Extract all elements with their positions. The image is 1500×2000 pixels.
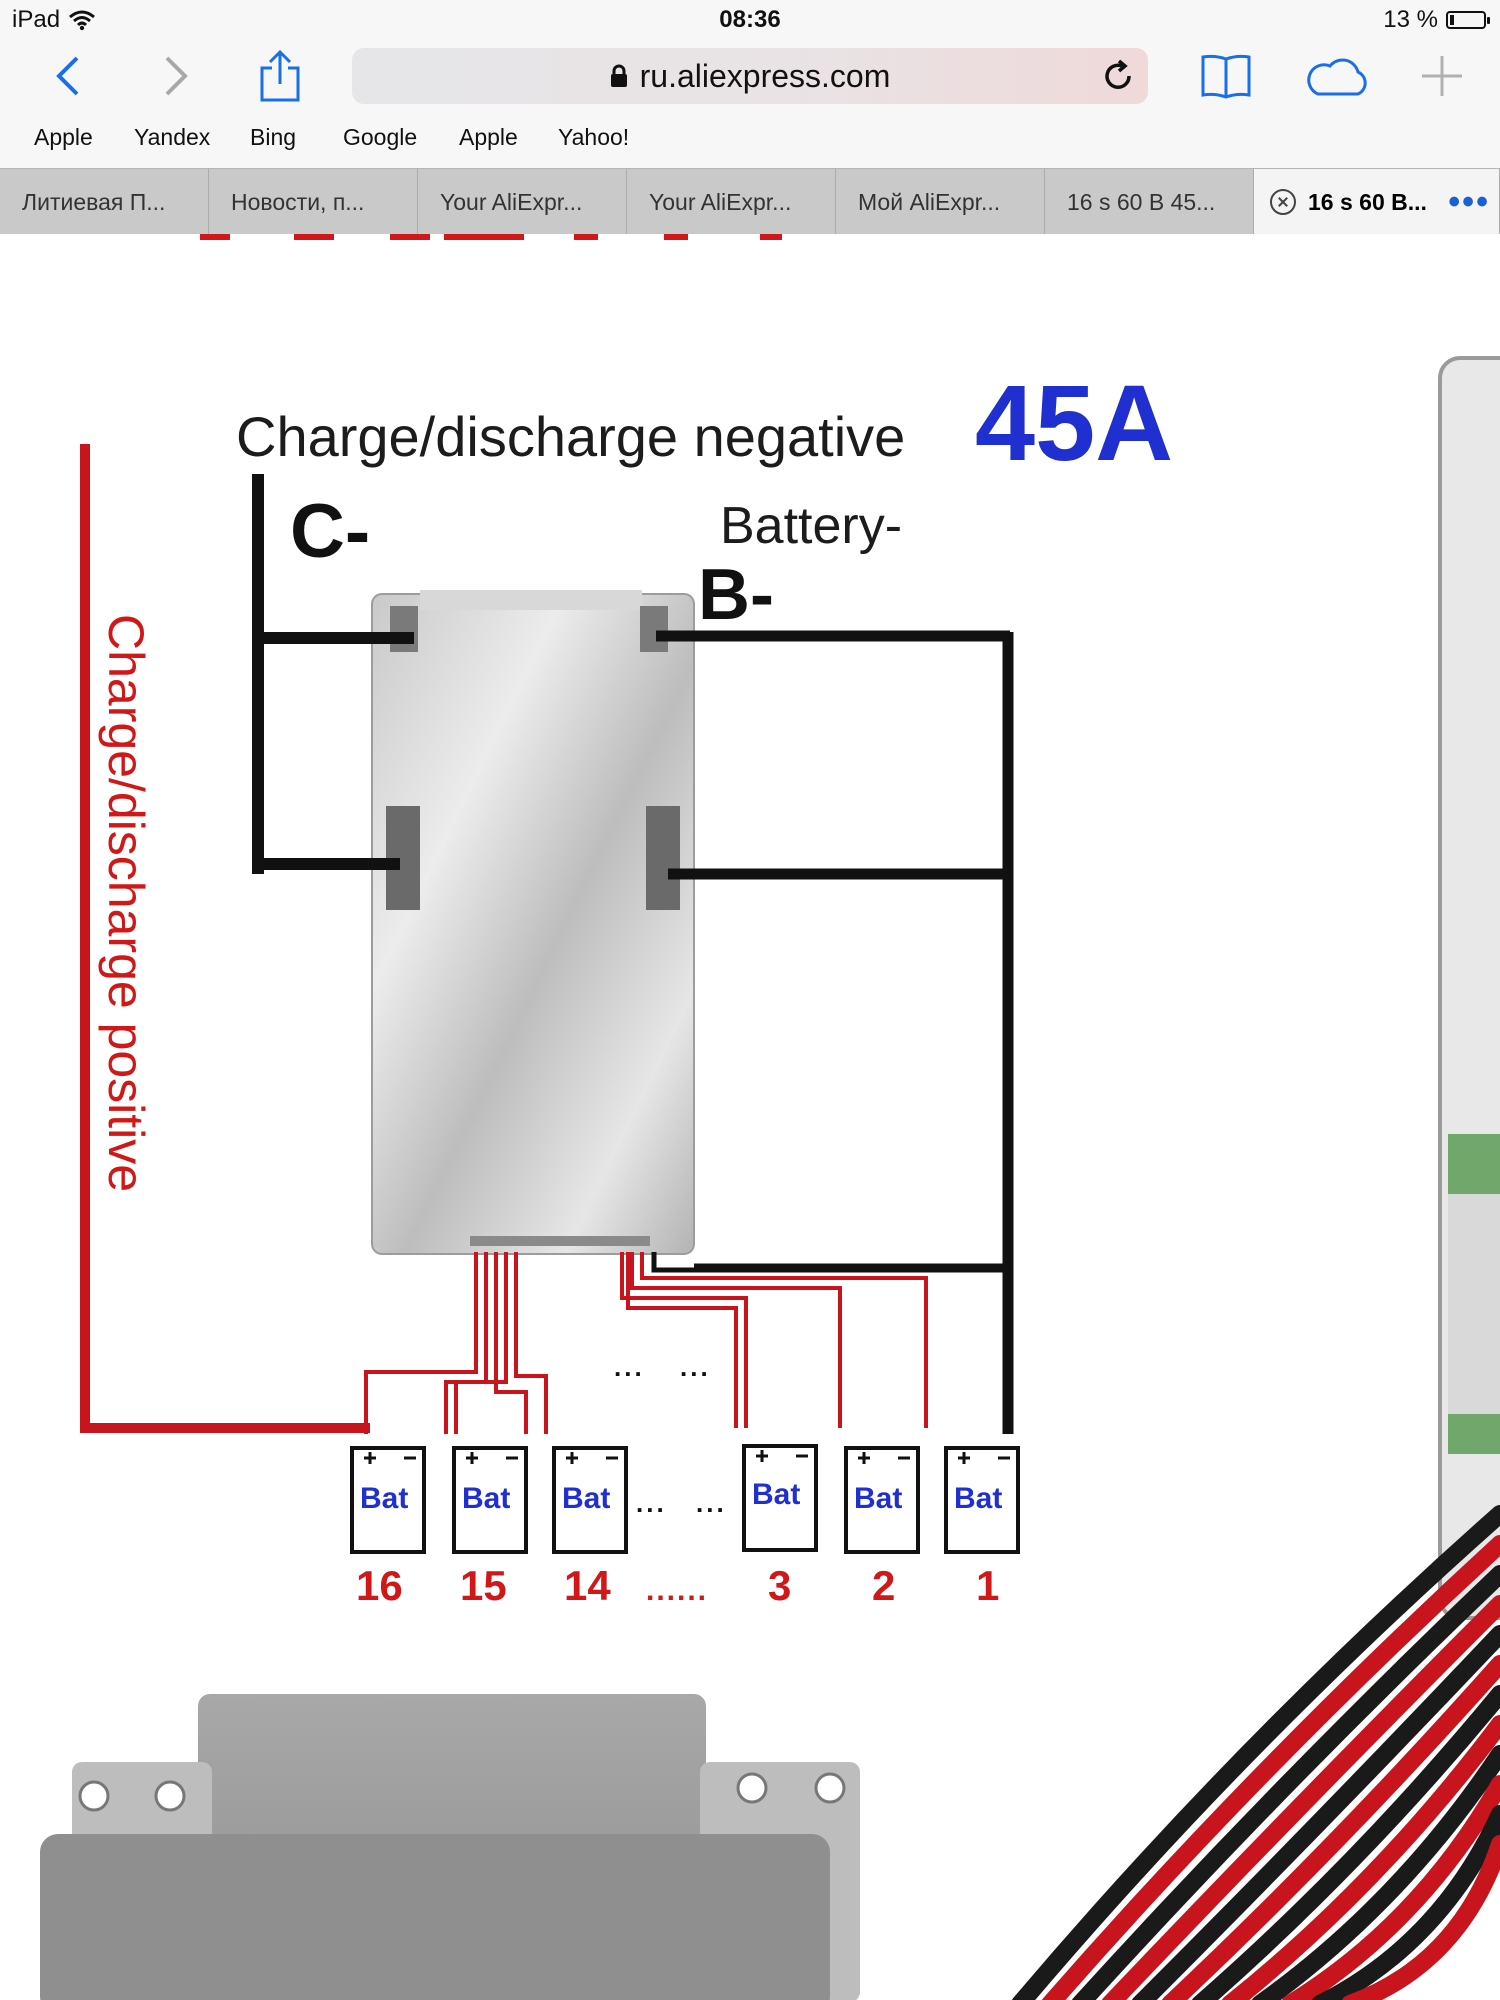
wire-positive — [80, 444, 370, 1433]
current-rating: 45A — [975, 362, 1174, 483]
tab-label: 16 s 60 B... — [1308, 188, 1427, 215]
b-negative-label: B- — [698, 555, 774, 635]
cell-ellipsis-2: ... — [696, 1488, 727, 1518]
back-button[interactable] — [38, 48, 98, 104]
cell-label-2: Bat — [854, 1482, 903, 1515]
positive-label: Charge/discharge positive — [98, 614, 154, 1193]
tab-3[interactable]: Your AliExpr... — [418, 169, 627, 235]
battery-icon — [1446, 11, 1490, 29]
tab-bar: Литиевая П... Новости, п... Your AliExpr… — [0, 168, 1500, 236]
wire-b-thin — [651, 1252, 1008, 1273]
wiring-diagram — [80, 234, 1500, 1620]
forward-icon — [165, 56, 188, 96]
bookmarks-icon — [1201, 54, 1251, 99]
tab-label: Your AliExpr... — [649, 188, 792, 215]
status-bar: iPad 08:36 13 % — [0, 0, 1500, 40]
cell-label-3: Bat — [752, 1478, 801, 1511]
tab-label: Мой AliExpr... — [858, 188, 1001, 215]
bookmarks-button[interactable] — [1196, 48, 1256, 104]
wire-c-negative — [252, 474, 414, 874]
address-text: ru.aliexpress.com — [639, 57, 891, 94]
wire-b-negative — [656, 630, 1014, 1434]
more-tabs-icon[interactable]: ••• — [1448, 183, 1490, 221]
bookmark-yahoo[interactable]: Yahoo! — [558, 124, 630, 150]
page-content: Charge/discharge negative 45A C- Battery… — [0, 234, 1500, 2000]
bookmark-apple-2[interactable]: Apple — [459, 124, 518, 150]
forward-button[interactable] — [146, 48, 206, 104]
share-icon — [260, 50, 300, 102]
cloud-tabs-button[interactable] — [1302, 48, 1374, 104]
status-time: 08:36 — [719, 6, 781, 33]
tab-4[interactable]: Your AliExpr... — [627, 169, 836, 235]
cable-bundle-photo — [1011, 1505, 1500, 2000]
cell-number-16: 16 — [356, 1562, 403, 1609]
bookmark-yandex[interactable]: Yandex — [134, 124, 211, 150]
tab-6[interactable]: 16 s 60 В 45... — [1045, 169, 1254, 235]
tab-2[interactable]: Новости, п... — [209, 169, 418, 235]
share-button[interactable] — [250, 48, 310, 104]
cell-label-16: Bat — [360, 1482, 409, 1515]
c-negative-label: C- — [290, 489, 371, 574]
cloud-tabs-icon — [1307, 58, 1367, 96]
navigation-bar: ru.aliexpress.com — [0, 40, 1500, 112]
reload-icon[interactable] — [1100, 58, 1136, 94]
cell-terminals — [364, 1450, 1010, 1464]
cropped-top-labels — [200, 234, 782, 240]
cell-label-1: Bat — [954, 1482, 1003, 1515]
wifi-icon — [69, 10, 96, 31]
tab-label: Новости, п... — [231, 188, 365, 215]
status-right: 13 % — [1383, 6, 1490, 34]
tab-label: Литиевая П... — [22, 188, 166, 215]
cell-number-2: 2 — [872, 1562, 896, 1609]
bookmark-apple[interactable]: Apple — [34, 124, 93, 150]
device-name: iPad — [12, 6, 61, 33]
tab-5[interactable]: Мой AliExpr... — [836, 169, 1045, 235]
bookmark-google[interactable]: Google — [343, 124, 418, 150]
wire-ellipsis-1: ... — [614, 1352, 645, 1382]
new-tab-button[interactable] — [1412, 48, 1472, 104]
cell-number-3: 3 — [768, 1562, 792, 1609]
cell-label-15: Bat — [462, 1482, 511, 1515]
cell-label-14: Bat — [562, 1482, 611, 1515]
tab-label: Your AliExpr... — [440, 188, 583, 215]
bms-board — [371, 590, 695, 1255]
bookmarks-bar: Apple Yandex Bing Google Apple Yahoo! — [0, 112, 1500, 168]
battery-negative-label: Battery- — [720, 497, 903, 555]
battery-cells — [350, 1444, 1020, 1554]
status-left: iPad — [12, 6, 96, 34]
bookmark-bing[interactable]: Bing — [250, 124, 297, 150]
product-photos-bottom — [40, 1694, 860, 2000]
tab-label: 16 s 60 В 45... — [1067, 188, 1216, 215]
cell-ellipsis-1: ... — [636, 1488, 667, 1518]
number-ellipsis: ...... — [646, 1574, 709, 1607]
cell-number-1: 1 — [976, 1562, 1000, 1609]
balance-wires — [364, 1252, 928, 1434]
wire-ellipsis-2: ... — [680, 1352, 711, 1382]
bms-board-photo — [40, 1694, 860, 2000]
product-photo-edge — [1438, 356, 1500, 1620]
address-bar[interactable]: ru.aliexpress.com — [352, 48, 1148, 104]
cell-number-14: 14 — [564, 1562, 611, 1609]
lock-icon — [610, 64, 627, 87]
cell-number-15: 15 — [460, 1562, 507, 1609]
close-tab-icon[interactable] — [1270, 189, 1296, 215]
back-icon — [56, 56, 79, 96]
battery-percent: 13 % — [1383, 6, 1438, 33]
diagram-title: Charge/discharge negative — [236, 405, 906, 468]
tab-1[interactable]: Литиевая П... — [0, 169, 209, 235]
new-tab-icon — [1422, 56, 1462, 96]
tab-active[interactable]: 16 s 60 B... — [1254, 169, 1500, 235]
